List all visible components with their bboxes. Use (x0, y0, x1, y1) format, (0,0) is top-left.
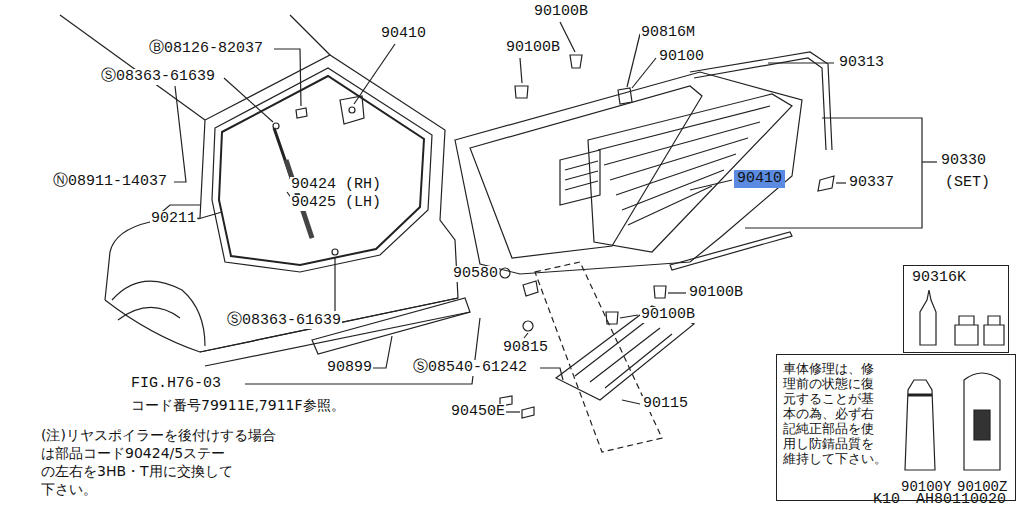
callout-number: 90100B (688, 285, 744, 301)
illustration-line (598, 106, 770, 225)
illustration-line (627, 34, 640, 87)
illustration-line (112, 281, 205, 346)
illustration-line (506, 411, 520, 412)
callout-number: 90815 (502, 340, 549, 356)
illustration-line (694, 58, 826, 150)
illustration-line (654, 286, 666, 298)
illustration-line (118, 307, 180, 320)
callout-number: Ⓑ08126-82037 (148, 41, 264, 57)
callout-number: 90100B (640, 307, 696, 323)
illustration-line (334, 258, 335, 311)
callout-number: 90330 (940, 153, 987, 169)
callout-number: 90100B (505, 40, 561, 56)
callout-number: 90425 (LH) (290, 195, 382, 211)
callout-number: FIG.H76-03 (130, 376, 222, 392)
highlight-callout: 90410 (734, 170, 785, 188)
illustration-line (200, 298, 458, 352)
illustration-line (560, 22, 575, 52)
illustration-line (349, 107, 355, 113)
illustration-line (690, 180, 732, 190)
callout-number: 90100 (658, 49, 705, 65)
notice-box: 車体修理は、修 理前の状態に復 元することが基 本の為、必ず右 記純正部品を使 … (776, 354, 1016, 501)
illustration-line (974, 410, 990, 440)
illustration-line (670, 232, 792, 270)
illustration-line (905, 380, 935, 470)
note-text: コード番号79911E,7911F参照。 (130, 396, 346, 414)
illustration-line (920, 290, 936, 345)
illustration-line (955, 316, 978, 345)
illustration-line (620, 315, 638, 318)
illustration-line (332, 249, 338, 255)
callout-number: 90580 (452, 266, 499, 282)
callout-number: 90410 (380, 26, 427, 42)
illustration-line (565, 161, 598, 190)
callout-number: Ⓢ08363-61639 (100, 69, 216, 85)
callout-number: 90115 (642, 396, 689, 412)
illustration-line (224, 78, 273, 122)
illustration-line (922, 161, 937, 162)
node-text: 90316K (912, 270, 966, 286)
node-text: 90410 (737, 171, 782, 187)
callout-number: Ⓝ08911-14037 (52, 174, 168, 190)
illustration-line (340, 96, 364, 124)
illustration-line (198, 212, 222, 219)
part-number: 90100Z (957, 479, 1007, 495)
callout-number: 90816M (640, 25, 696, 41)
illustration-line (455, 72, 802, 274)
illustration-line (668, 292, 686, 293)
illustration-line (174, 86, 186, 182)
callout-number: 90337 (848, 175, 895, 191)
illustration-line (515, 86, 528, 98)
illustration-line (964, 373, 1000, 470)
illustration-line (60, 15, 205, 120)
kit-box: 90316K (903, 265, 1009, 353)
illustration-line (205, 312, 470, 366)
illustration-line (520, 58, 522, 83)
callout-number: 90313 (838, 55, 885, 71)
illustration-line (523, 321, 533, 331)
illustration-line (570, 55, 582, 68)
illustration-line (296, 108, 307, 118)
illustration-line (908, 394, 932, 397)
callout-number: K10 (872, 492, 901, 508)
callout-number: 90899 (326, 360, 373, 376)
illustration-line (818, 176, 834, 191)
illustration-line (500, 268, 510, 278)
callout-number: 90100B (533, 4, 589, 20)
part-number: 90100Y (901, 479, 951, 495)
illustration-line (540, 368, 563, 380)
callout-number: (SET) (944, 175, 991, 191)
illustration-line (524, 333, 528, 338)
callout-number: 90424 (RH) (290, 177, 382, 193)
illustration-line (575, 322, 672, 388)
node-text: 車体修理は、修 理前の状態に復 元することが基 本の為、必ず右 記純正部品を使 … (783, 361, 893, 466)
illustration-line (373, 336, 392, 368)
illustration-line (523, 281, 538, 296)
illustration-line (354, 44, 395, 104)
callout-number: Ⓢ08363-61639 (226, 313, 342, 329)
illustration-line (219, 76, 424, 265)
illustration-line (274, 49, 301, 106)
illustration-line (522, 407, 534, 418)
illustration-line (470, 86, 702, 258)
note-text: (注)リヤスポイラーを後付けする場合 は部品コード90424/5ステー の左右を… (40, 426, 292, 498)
illustration-line (560, 150, 600, 205)
callout-number: Ⓢ08540-61242 (412, 360, 528, 376)
illustration-line (984, 316, 1004, 345)
illustration-line (618, 88, 632, 104)
illustration-line (768, 62, 834, 63)
illustration-line (632, 58, 656, 88)
callout-number: 90211 (150, 211, 197, 227)
illustration-line (105, 55, 458, 352)
illustration-line (836, 182, 846, 183)
illustration-line (622, 400, 640, 404)
illustration-line (212, 68, 432, 272)
callout-number: 90450E (450, 404, 506, 420)
